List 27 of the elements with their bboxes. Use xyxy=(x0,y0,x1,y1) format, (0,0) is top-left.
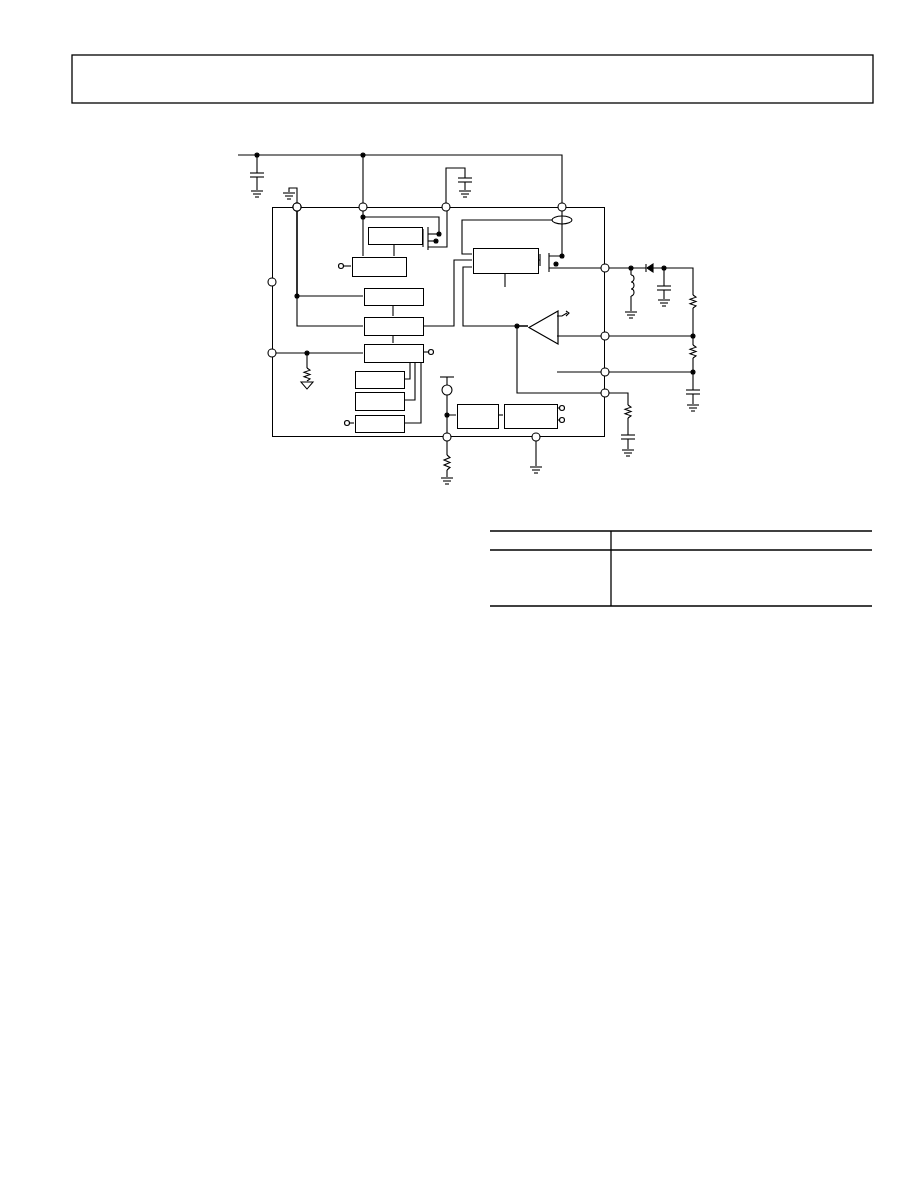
wire xyxy=(403,361,416,401)
wire xyxy=(403,361,422,424)
wire xyxy=(292,202,364,327)
wire xyxy=(358,202,368,257)
wire xyxy=(556,331,610,341)
wire xyxy=(403,361,411,380)
function-block xyxy=(368,227,423,245)
wire xyxy=(392,304,394,317)
function-block xyxy=(352,257,407,277)
function-block xyxy=(504,404,558,429)
wire xyxy=(393,243,395,257)
wire xyxy=(516,325,610,398)
wire xyxy=(497,414,504,416)
function-block xyxy=(364,288,424,306)
wire xyxy=(267,348,364,358)
function-block xyxy=(457,404,499,429)
function-block xyxy=(355,371,405,389)
amplifier-triangle xyxy=(529,311,558,344)
chip-outline xyxy=(272,207,605,437)
function-block xyxy=(364,344,424,363)
function-block xyxy=(355,392,405,411)
wire xyxy=(442,414,457,442)
function-block xyxy=(355,415,405,433)
wire xyxy=(422,259,473,327)
function-block xyxy=(364,317,424,336)
function-block xyxy=(473,248,539,274)
wire xyxy=(392,334,394,344)
